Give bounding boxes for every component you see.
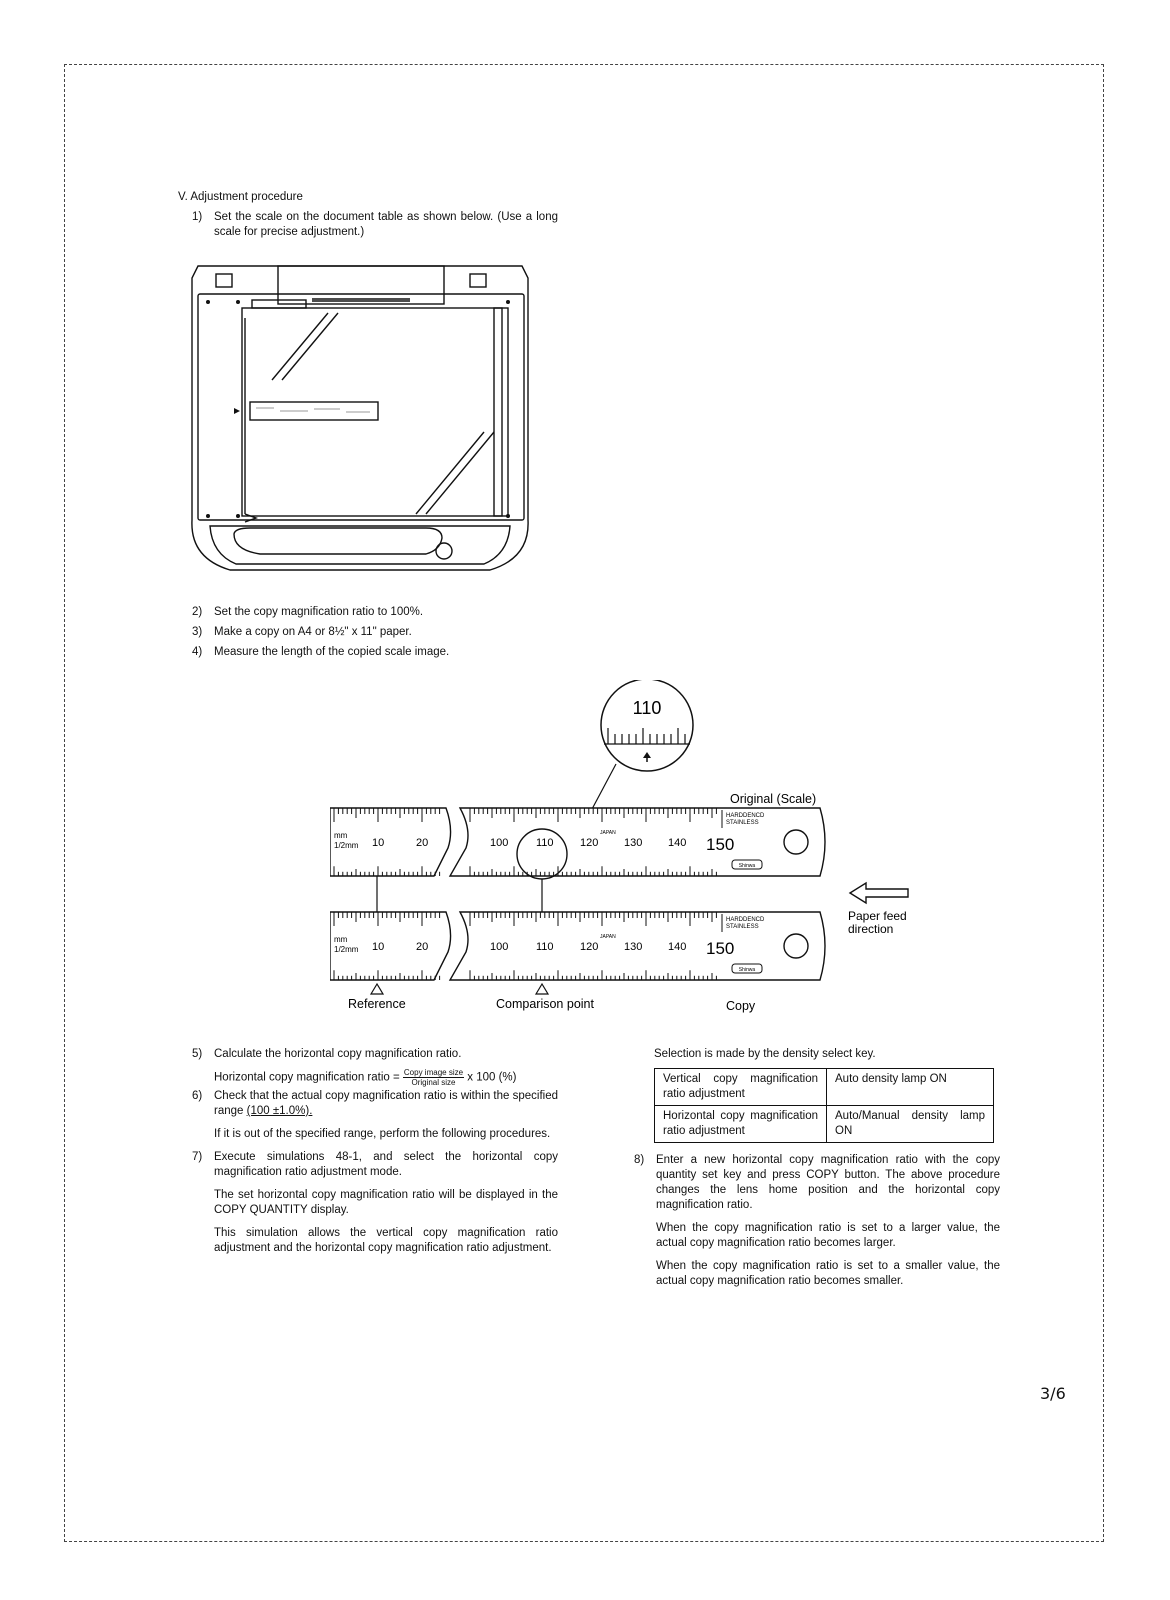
step8-paragraph: When the copy magnification ratio is set… [656,1222,1000,1249]
table-cell: Auto/Manual density lamp ON [826,1105,994,1143]
left-column: 5) Calculate the horizontal copy magnific… [192,1047,558,1264]
tick-label: 20 [416,837,428,849]
ruler-hole [783,933,809,959]
zoom-label: 110 [633,698,662,718]
table-cell: Auto density lamp ON [826,1068,994,1106]
formula-denominator: Original size [411,1078,456,1087]
specified-range: (100 ±1.0%). [246,1105,313,1117]
ruler-origin: JAPAN [600,830,616,836]
zoom-circle: 110 [565,680,694,859]
step-number: 2) [192,606,203,618]
page-number: 3/6 [1040,1384,1066,1403]
ruler-comparison-diagram: 110 Original (Scale) mm 1/2mm 10 20 100 … [330,680,909,1013]
step-text: Set the copy magnification ratio to 100%… [214,606,424,618]
comparison-marker-icon [534,982,550,995]
unit-half-mm: 1/2mm [334,841,359,850]
page-border [64,64,1104,1542]
ruler-origin: JAPAN [600,934,616,940]
tick-label: 20 [416,941,428,953]
ruler-brand: STAINLESS [726,820,759,826]
right-column: Selection is made by the density select … [634,1047,1000,1297]
paper-feed-label: Paper feed [848,909,907,923]
tick-label: 120 [580,837,598,849]
step-number: 8) [634,1154,645,1166]
selection-note: Selection is made by the density select … [654,1048,876,1060]
step6-note: If it is out of the specified range, per… [214,1128,551,1140]
ruler-logo: Shinwa [739,967,756,973]
step-text: Check that the actual copy magnification… [214,1090,558,1117]
tick-label: 130 [624,941,642,953]
comparison-point-label: Comparison point [496,997,594,1011]
step-number: 6) [192,1090,203,1102]
step-text: Make a copy on A4 or 8½" x 11" paper. [214,626,412,638]
step7-paragraph: The set horizontal copy magnification ra… [214,1189,558,1216]
ruler-brand: HARDDENCD [726,813,765,819]
reference-label: Reference [348,997,406,1011]
document-table-illustration [191,265,529,571]
step-number: 4) [192,646,203,658]
step7-paragraph: This simulation allows the vertical copy… [214,1227,558,1254]
unit-mm: mm [334,935,348,944]
ruler-logo: Shinwa [739,863,756,869]
reference-marker-icon [369,982,385,995]
tick-label: 100 [490,941,508,953]
ruler-brand: STAINLESS [726,924,759,930]
step-text: Calculate the horizontal copy magnificat… [214,1048,462,1060]
arrow-up-icon [643,752,651,758]
formula: Horizontal copy magnification ratio = Co… [192,1068,558,1087]
tick-label: 110 [536,837,554,849]
step-1: 1) Set the scale on the document table as… [192,210,558,248]
copy-ruler: mm 1/2mm 10 20 100 110 120 130 140 150 J… [330,911,826,981]
table-cell: Horizontal copy magnification ratio adju… [654,1105,827,1143]
formula-prefix: Horizontal copy magnification ratio = [214,1071,400,1084]
tick-label: 140 [668,837,686,849]
step-number: 1) [192,211,203,223]
original-scale-label: Original (Scale) [730,792,816,806]
tick-label: 130 [624,837,642,849]
tick-label: 110 [536,941,554,953]
tick-label-150: 150 [706,835,734,854]
tick-label: 140 [668,941,686,953]
step-text: Enter a new horizontal copy magnificatio… [656,1154,1000,1211]
original-ruler: mm 1/2mm 10 20 100 110 120 130 140 150 J… [330,807,826,880]
tick-label: 10 [372,941,384,953]
step-number: 7) [192,1151,203,1163]
section-title: V. Adjustment procedure [178,191,303,203]
density-selection-table: Vertical copy magnification ratio adjust… [654,1068,994,1143]
ruler-brand: HARDDENCD [726,917,765,923]
steps-2-4: 2) Set the copy magnification ratio to 10… [192,605,572,665]
step-number: 5) [192,1048,203,1060]
step-text: Measure the length of the copied scale i… [214,646,450,658]
step-number: 3) [192,626,203,638]
tick-label: 120 [580,941,598,953]
unit-mm: mm [334,831,348,840]
table-row: Horizontal copy magnification ratio adju… [654,1105,994,1143]
step8-paragraph: When the copy magnification ratio is set… [656,1260,1000,1287]
ruler-hole [783,829,809,855]
formula-suffix: x 100 (%) [467,1071,517,1084]
step-text: Set the scale on the document table as s… [214,211,558,238]
table-cell: Vertical copy magnification ratio adjust… [654,1068,827,1106]
unit-half-mm: 1/2mm [334,945,359,954]
copy-label: Copy [726,999,756,1013]
tick-label: 100 [490,837,508,849]
tick-label: 10 [372,837,384,849]
step-text: Execute simulations 48-1, and select the… [214,1151,558,1178]
tick-label-150: 150 [706,939,734,958]
formula-numerator: Copy image size [402,1068,465,1078]
table-row: Vertical copy magnification ratio adjust… [654,1068,994,1106]
arrow-left-icon [848,881,909,905]
paper-feed-label: direction [848,922,893,936]
